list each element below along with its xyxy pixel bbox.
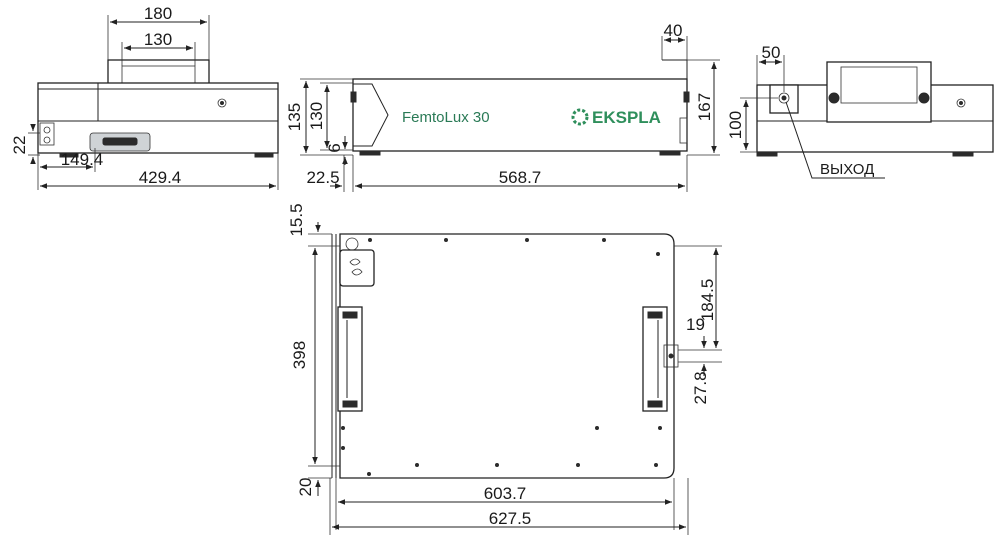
dim-output-height: 100 [726,111,745,139]
dim-output-slot: 19 [686,315,705,334]
dim-height-small: 22 [10,136,29,155]
dim-overall-width: 627.5 [489,509,532,528]
dim-handle-inner: 130 [144,30,172,49]
dim-body-length: 568.7 [499,168,542,187]
output-label: ВЫХОД [820,161,874,178]
dim-bracket-width: 40 [664,21,683,40]
side-plate [39,122,55,146]
output-aperture-icon [778,92,790,104]
front-view: FemtoLux 30 EKSPLA 40 167 135 130 6 22.5 [285,21,720,192]
fan-icon [349,258,363,276]
screw-icon [217,98,227,108]
dim-overall-length-left: 429.4 [139,168,182,187]
front-body [352,78,688,152]
dim-output-spacing: 27.8 [691,371,710,404]
foot-left [59,152,79,158]
dim-connector-offset: 149.4 [61,150,104,169]
left-side-view: 180 130 22 149.4 429.4 [10,4,279,190]
ekspla-logo-icon [571,108,589,126]
bolt-pattern [341,238,662,476]
model-label: FemtoLux 30 [402,109,490,126]
brand-logo: EKSPLA [592,108,661,127]
dim-overall-height-top: 398 [290,341,309,369]
dim-output-vertical: 184.5 [698,279,717,322]
top-handle-left [337,306,363,412]
fan-unit [339,249,375,287]
dim-handle-outer: 180 [144,4,172,23]
dim-foot-height: 6 [325,143,344,152]
dim-height-with-bracket: 167 [695,93,714,121]
dim-base-offset: 22.5 [306,168,339,187]
top-output-port [663,344,679,368]
dim-inner-width: 603.7 [484,484,527,503]
top-plate [339,233,675,479]
top-view: 15.5 398 20 603.7 627.5 184.5 19 27.8 [287,203,722,535]
dim-bottom-margin: 20 [296,478,315,497]
top-handle-right [642,306,668,412]
dim-top-margin: 15.5 [287,203,306,236]
right-side-view: 50 100 ВЫХОД [726,43,994,179]
dim-height-inner: 130 [307,102,326,130]
dim-height-outer: 135 [285,103,304,131]
dim-output-offset: 50 [762,43,781,62]
right-handle [826,61,932,123]
left-body [37,82,279,154]
foot-right [254,152,274,158]
